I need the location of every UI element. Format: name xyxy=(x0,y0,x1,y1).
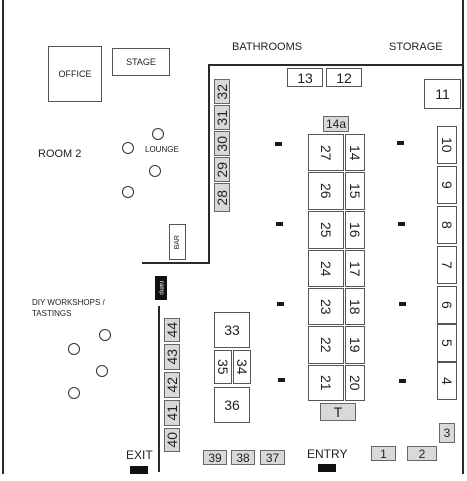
booth-29[interactable]: 29 xyxy=(214,157,230,182)
booth-26[interactable]: 26 xyxy=(308,172,344,210)
booth-38[interactable]: 38 xyxy=(231,450,255,465)
booth-34[interactable]: 34 xyxy=(233,350,251,384)
entry-door[interactable] xyxy=(318,464,336,472)
exit-door[interactable] xyxy=(130,466,148,474)
booth-39[interactable]: 39 xyxy=(203,450,227,465)
wall-center-horizontal xyxy=(142,262,210,264)
room2-label: ROOM 2 xyxy=(38,148,82,160)
workshop-table xyxy=(68,343,80,355)
booth-36[interactable]: 36 xyxy=(214,387,250,423)
booth-40[interactable]: 40 xyxy=(164,428,180,452)
lounge-label: LOUNGE xyxy=(145,145,179,154)
workshop-table xyxy=(96,365,108,377)
booth-14[interactable]: 14 xyxy=(345,134,365,171)
bar-counter: BAR xyxy=(169,224,186,260)
ramp-label: ramp xyxy=(158,281,164,295)
storage-label: STORAGE xyxy=(389,41,443,53)
booth-35[interactable]: 35 xyxy=(214,350,232,384)
diy-workshops-label-line1: DIY WORKSHOPS / xyxy=(32,298,105,307)
column-post xyxy=(398,222,405,226)
stage-label: STAGE xyxy=(126,57,156,67)
outer-wall-right xyxy=(462,0,464,474)
ramp: ramp xyxy=(155,276,167,300)
office-room: OFFICE xyxy=(48,46,102,102)
booth-44[interactable]: 44 xyxy=(164,318,180,342)
booth-32[interactable]: 32 xyxy=(214,79,230,104)
booth-27[interactable]: 27 xyxy=(308,134,344,171)
column-post xyxy=(278,378,285,382)
column-post xyxy=(399,379,406,383)
workshop-table xyxy=(68,387,80,399)
entry-label: ENTRY xyxy=(307,447,348,461)
booth-7[interactable]: 7 xyxy=(437,246,457,284)
bar-label: BAR xyxy=(174,234,181,250)
booth-42[interactable]: 42 xyxy=(164,372,180,398)
office-label: OFFICE xyxy=(58,69,92,79)
booth-3[interactable]: 3 xyxy=(439,423,455,443)
booth-41[interactable]: 41 xyxy=(164,400,180,426)
column-post xyxy=(397,141,404,145)
booth-1[interactable]: 1 xyxy=(371,446,396,461)
booth-43[interactable]: 43 xyxy=(164,344,180,370)
booth-10[interactable]: 10 xyxy=(437,126,457,164)
booth-15[interactable]: 15 xyxy=(345,172,365,210)
bathrooms-label: BATHROOMS xyxy=(232,41,303,53)
lounge-table xyxy=(122,142,134,154)
booth-21[interactable]: 21 xyxy=(308,365,344,401)
column-post xyxy=(399,302,406,306)
booth-6[interactable]: 6 xyxy=(437,286,457,324)
booth-33[interactable]: 33 xyxy=(214,312,250,348)
booth-18[interactable]: 18 xyxy=(345,288,365,325)
workshop-table xyxy=(99,329,111,341)
booth-24[interactable]: 24 xyxy=(308,250,344,287)
booth-28[interactable]: 28 xyxy=(214,183,230,212)
booth-13[interactable]: 13 xyxy=(287,68,323,87)
booth-12[interactable]: 12 xyxy=(326,68,362,87)
booth-11[interactable]: 11 xyxy=(424,79,461,109)
column-post xyxy=(275,142,282,146)
lounge-table xyxy=(122,186,134,198)
booth-2[interactable]: 2 xyxy=(407,446,437,461)
booth-20[interactable]: 20 xyxy=(345,365,365,401)
booth-22[interactable]: 22 xyxy=(308,326,344,364)
booth-T[interactable]: T xyxy=(320,403,356,421)
booth-25[interactable]: 25 xyxy=(308,211,344,249)
wall-center-vertical xyxy=(208,64,210,264)
booth-31[interactable]: 31 xyxy=(214,105,230,130)
booth-23[interactable]: 23 xyxy=(308,288,344,325)
booth-14a[interactable]: 14a xyxy=(323,116,349,132)
wall-top-horizontal xyxy=(208,64,463,66)
column-post xyxy=(277,302,284,306)
outer-wall-left xyxy=(2,0,4,474)
booth-16[interactable]: 16 xyxy=(345,211,365,249)
column-post xyxy=(276,222,283,226)
booth-4[interactable]: 4 xyxy=(437,362,457,400)
lounge-table xyxy=(152,128,164,140)
booth-8[interactable]: 8 xyxy=(437,206,457,244)
lounge-table xyxy=(149,165,161,177)
booth-19[interactable]: 19 xyxy=(345,326,365,364)
booth-37[interactable]: 37 xyxy=(260,450,285,465)
booth-5[interactable]: 5 xyxy=(437,324,457,362)
exit-label: EXIT xyxy=(126,448,153,462)
booth-17[interactable]: 17 xyxy=(345,250,365,287)
diy-workshops-label-line2: TASTINGS xyxy=(32,309,72,318)
booth-9[interactable]: 9 xyxy=(437,166,457,204)
booth-30[interactable]: 30 xyxy=(214,131,230,156)
wall-lower-vertical xyxy=(158,306,160,472)
stage-room: STAGE xyxy=(112,48,170,76)
